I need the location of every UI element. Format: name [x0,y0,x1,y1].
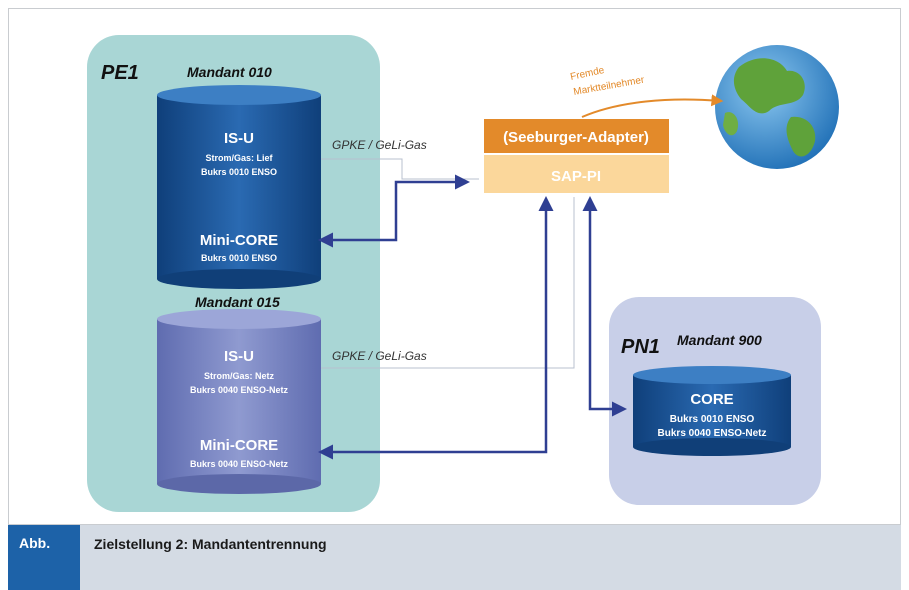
globe-icon [715,45,839,169]
isu-015-line2: Bukrs 0040 ENSO-Netz [190,385,289,395]
gpke-label-bottom: GPKE / GeLi-Gas [332,349,427,363]
isu-015-title: IS-U [224,348,254,365]
seeburger-adapter-box [484,119,669,153]
pn1-label: PN1 [621,336,660,358]
caption-label: Abb. [8,525,80,590]
fremde-arrow [581,94,724,118]
minicore-015-title: Mini-CORE [200,437,278,454]
fremde-label-line1: Fremde [569,65,605,83]
architecture-diagram: PE1 Mandant 010 IS-U Strom/Gas: Lief Buk… [87,35,839,512]
figure-caption: Abb. Zielstellung 2: Mandantentrennung [8,525,901,590]
sap-pi-box [484,155,669,193]
core-line2: Bukrs 0040 ENSO-Netz [658,428,767,439]
mandant-900-title: Mandant 900 [677,332,762,348]
mandant-015-title: Mandant 015 [195,294,280,310]
gpke-label-top: GPKE / GeLi-Gas [332,138,427,152]
isu-015-line1: Strom/Gas: Netz [204,371,275,381]
caption-text: Zielstellung 2: Mandantentrennung [94,536,327,552]
arrow-minicore-015-to-pi [318,196,554,460]
isu-010-line1: Strom/Gas: Lief [205,153,273,163]
core-title: CORE [690,391,733,408]
seeburger-adapter-label: (Seeburger-Adapter) [503,129,649,146]
minicore-010-title: Mini-CORE [200,232,278,249]
minicore-010-line1: Bukrs 0010 ENSO [201,253,277,263]
isu-010-line2: Bukrs 0010 ENSO [201,167,277,177]
minicore-015-line1: Bukrs 0040 ENSO-Netz [190,459,289,469]
sap-pi-label: SAP-PI [551,168,601,185]
isu-010-title: IS-U [224,130,254,147]
mandant-010-title: Mandant 010 [187,64,272,80]
figure-frame: PE1 Mandant 010 IS-U Strom/Gas: Lief Buk… [8,8,901,525]
mandant-015-database [157,309,321,494]
core-line1: Bukrs 0010 ENSO [670,414,755,425]
arrow-core-to-pi [582,196,627,417]
pe1-label: PE1 [101,62,139,84]
mandant-010-database [157,85,321,289]
core-database [633,366,791,456]
